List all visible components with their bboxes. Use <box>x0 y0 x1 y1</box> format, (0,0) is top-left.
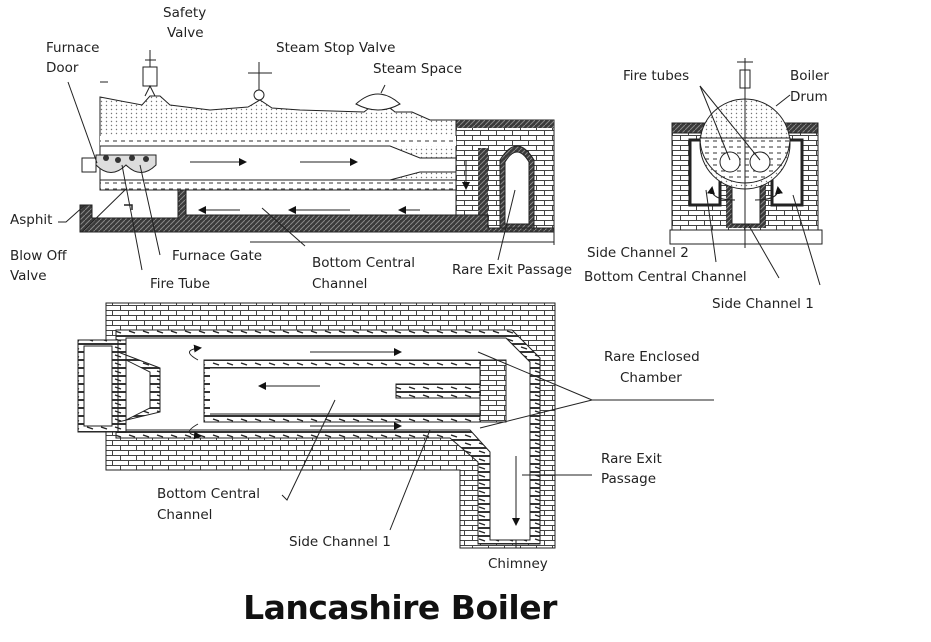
label-rare-enclosed-chamber: Rare Enclosed <box>604 349 700 365</box>
label-fire-tube: Fire Tube <box>150 276 211 292</box>
front-view <box>669 58 823 286</box>
label-rare-enclosed-chamber-2: Chamber <box>620 370 682 386</box>
label-side-channel-2: Side Channel 2 <box>587 245 689 261</box>
label-blow-off-valve: Blow Off <box>10 248 67 264</box>
label-steam-space: Steam Space <box>373 61 463 77</box>
fire-tube-right <box>749 151 771 173</box>
label-side-channel-1-front: Side Channel 1 <box>712 296 814 312</box>
label-asphit: Asphit <box>10 212 53 228</box>
label-furnace-door: Furnace <box>46 40 100 56</box>
label-rare-exit-passage-plan: Rare Exit <box>601 451 662 467</box>
label-rare-exit-passage-plan-2: Passage <box>601 471 657 487</box>
label-fire-tubes: Fire tubes <box>623 68 690 84</box>
label-bottom-central-channel-2: Channel <box>312 276 368 292</box>
label-furnace-door-2: Door <box>46 60 79 76</box>
label-bottom-central-channel-plan: Bottom Central <box>157 486 260 502</box>
label-safety-valve: Safety <box>163 5 207 21</box>
label-side-channel-1-plan: Side Channel 1 <box>289 534 391 550</box>
steam-stop-valve <box>253 89 265 101</box>
label-boiler-drum: Boiler <box>790 68 829 84</box>
label-steam-stop-valve: Steam Stop Valve <box>276 40 396 56</box>
label-furnace-gate: Furnace Gate <box>172 248 263 264</box>
label-boiler-drum-2: Drum <box>790 89 828 105</box>
diagram-title: Lancashire Boiler <box>243 588 557 627</box>
label-chimney: Chimney <box>488 556 548 572</box>
plan-view <box>77 302 714 549</box>
label-safety-valve-2: Valve <box>167 25 204 41</box>
side-view <box>58 50 555 271</box>
steam-dome <box>355 93 401 111</box>
safety-valve <box>142 66 158 87</box>
label-bottom-central-channel-plan-2: Channel <box>157 507 213 523</box>
label-bottom-central-channel-front: Bottom Central Channel <box>584 269 747 285</box>
label-rare-exit-passage: Rare Exit Passage <box>452 262 573 278</box>
label-blow-off-valve-2: Valve <box>10 268 47 284</box>
fire-tube-left <box>719 151 741 173</box>
furnace-door <box>81 157 97 173</box>
label-bottom-central-channel: Bottom Central <box>312 255 415 271</box>
